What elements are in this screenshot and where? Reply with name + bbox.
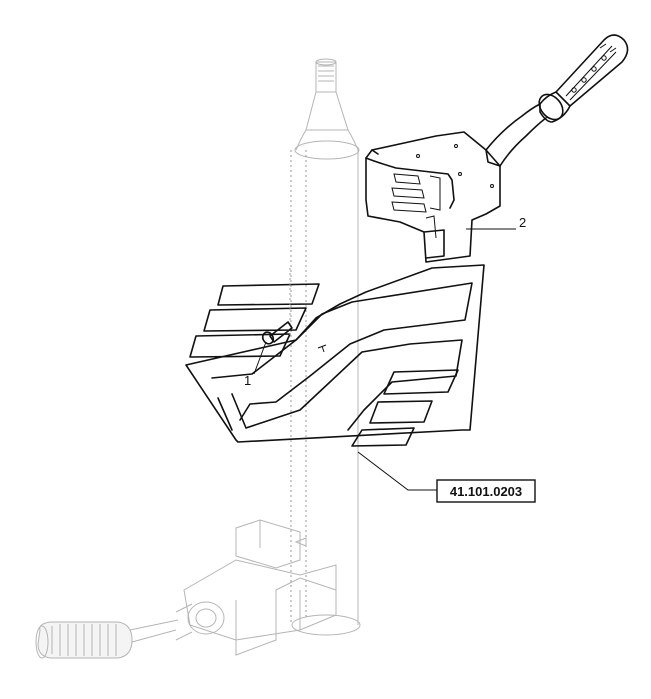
steering-shroud bbox=[185, 264, 485, 447]
callout-part-1: 1 bbox=[244, 373, 251, 388]
lower-switch-assembly bbox=[35, 519, 337, 659]
screw-part-1 bbox=[261, 268, 293, 345]
reference-box[interactable] bbox=[436, 479, 536, 503]
leader-lines bbox=[253, 228, 516, 491]
switch-housing bbox=[365, 131, 501, 263]
switch-stalk bbox=[485, 34, 629, 167]
reference-number[interactable]: 41.101.0203 bbox=[450, 484, 522, 499]
steering-column bbox=[290, 58, 361, 636]
callout-part-2: 2 bbox=[519, 215, 526, 230]
reference-link[interactable]: 41.101.0203 bbox=[436, 479, 536, 503]
